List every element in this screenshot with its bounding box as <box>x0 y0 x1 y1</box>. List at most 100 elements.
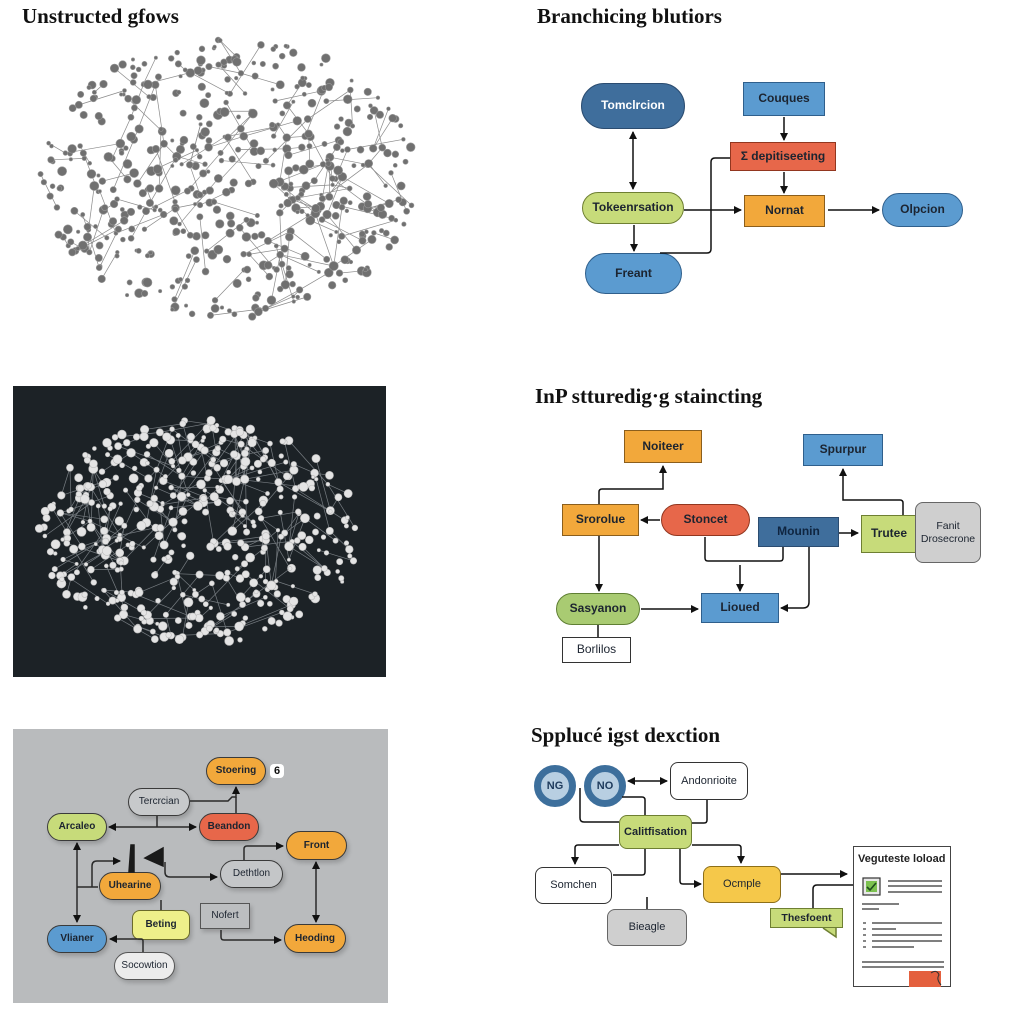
network-node <box>62 589 71 599</box>
network-edge <box>102 172 135 182</box>
network-node <box>266 580 277 591</box>
node-lioued[interactable]: Lioued <box>701 593 779 623</box>
network-node <box>262 157 270 164</box>
node-noiteer[interactable]: Noiteer <box>624 430 702 463</box>
node-normat[interactable]: Nornat <box>744 195 825 227</box>
node-borlilos[interactable]: Borlilos <box>562 637 631 663</box>
network-node <box>171 296 178 303</box>
network-edge <box>240 72 281 86</box>
network-node <box>119 92 124 97</box>
network-node <box>334 493 343 502</box>
node-fanit-drosecrone[interactable]: Fanit Drosecrone <box>915 502 981 563</box>
network-edge <box>159 422 210 433</box>
node-front[interactable]: Front <box>286 831 347 860</box>
network-edge <box>329 156 368 166</box>
node-stoncet[interactable]: Stoncet <box>661 504 750 536</box>
network-node <box>255 477 261 482</box>
network-node <box>295 508 302 515</box>
network-node <box>103 152 114 162</box>
node-somchen[interactable]: Somchen <box>535 867 612 904</box>
node-no[interactable]: NO <box>584 765 626 807</box>
node-trutee[interactable]: Trutee <box>861 515 917 553</box>
network-node <box>67 238 75 246</box>
node-tercrcian[interactable]: Tercrcian <box>128 788 190 816</box>
network-node <box>254 213 260 218</box>
node-beandon[interactable]: Beandon <box>199 813 259 841</box>
network-node <box>269 121 276 129</box>
network-edge <box>172 450 205 496</box>
network-node <box>284 166 293 176</box>
network-node <box>267 617 276 625</box>
network-edge <box>304 87 325 137</box>
network-node <box>101 587 107 593</box>
network-node <box>229 178 238 187</box>
network-node <box>224 76 231 83</box>
node-spurpur[interactable]: Spurpur <box>803 434 883 466</box>
node-vlianer[interactable]: Vlianer <box>47 925 107 953</box>
node-uhearine[interactable]: Uhearine <box>99 872 161 900</box>
network-node <box>240 474 250 484</box>
node-tomcircion[interactable]: Tomclrcion <box>581 83 685 129</box>
network-node <box>312 591 318 597</box>
network-node <box>121 522 128 529</box>
network-node <box>294 194 301 201</box>
network-edge <box>304 517 336 541</box>
network-node <box>305 213 310 218</box>
network-node <box>151 635 159 644</box>
network-node <box>356 145 365 154</box>
node-couques[interactable]: Couques <box>743 82 825 116</box>
node-ocmple[interactable]: Ocmple <box>703 866 781 903</box>
node-sasyanon[interactable]: Sasyanon <box>556 593 640 625</box>
network-node <box>280 244 289 253</box>
network-edge <box>78 90 125 106</box>
node-thesfoent[interactable]: Thesfoent <box>770 908 843 928</box>
network-node <box>227 308 232 314</box>
node-srorolue[interactable]: Srorolue <box>562 504 639 536</box>
network-node <box>138 615 145 622</box>
node-stoering[interactable]: Stoering <box>206 757 266 785</box>
network-node <box>152 164 163 174</box>
network-node <box>114 196 120 202</box>
network-node <box>114 442 122 450</box>
network-node <box>311 203 321 213</box>
network-edge <box>119 499 138 539</box>
node-freant[interactable]: Freant <box>585 253 682 294</box>
network-node <box>188 612 197 621</box>
network-node <box>241 449 249 458</box>
network-node <box>49 183 56 189</box>
network-node <box>178 472 186 480</box>
network-node <box>390 235 399 245</box>
node-olpcion[interactable]: Olpcion <box>882 193 963 227</box>
network-edge <box>284 442 296 489</box>
node-depitiseeting[interactable]: Σ depitiseeting <box>730 142 836 171</box>
network-node <box>224 133 232 142</box>
network-node <box>144 253 150 259</box>
node-dethtlon[interactable]: Dethtlon <box>220 860 283 888</box>
network-node <box>176 144 185 154</box>
node-socowtion[interactable]: Socowtion <box>114 952 175 980</box>
node-beting[interactable]: Beting <box>132 910 190 940</box>
network-node <box>262 578 269 585</box>
node-tokenization[interactable]: Tokeenrsation <box>582 192 684 224</box>
network-node <box>87 565 95 574</box>
node-arcaleo[interactable]: Arcaleo <box>47 813 107 841</box>
node-mounin[interactable]: Mounin <box>758 517 839 547</box>
network-node <box>127 113 135 121</box>
network-node <box>232 57 242 67</box>
network-node <box>252 294 260 302</box>
node-bieagle[interactable]: Bieagle <box>607 909 687 946</box>
network-node <box>83 605 88 610</box>
network-node <box>120 236 126 243</box>
node-nofert[interactable]: Nofert <box>200 903 250 929</box>
network-node <box>215 484 220 490</box>
node-ng[interactable]: NG <box>534 765 576 807</box>
network-node <box>307 262 312 267</box>
network-node <box>135 66 142 73</box>
network-node <box>68 104 77 113</box>
network-node <box>295 294 300 300</box>
node-heoding[interactable]: Heoding <box>284 924 346 953</box>
network-edge <box>295 488 345 521</box>
node-andonrioite[interactable]: Andonrioite <box>670 762 748 800</box>
network-node <box>202 508 210 516</box>
node-calitfisation[interactable]: Calitfisation <box>619 815 692 849</box>
